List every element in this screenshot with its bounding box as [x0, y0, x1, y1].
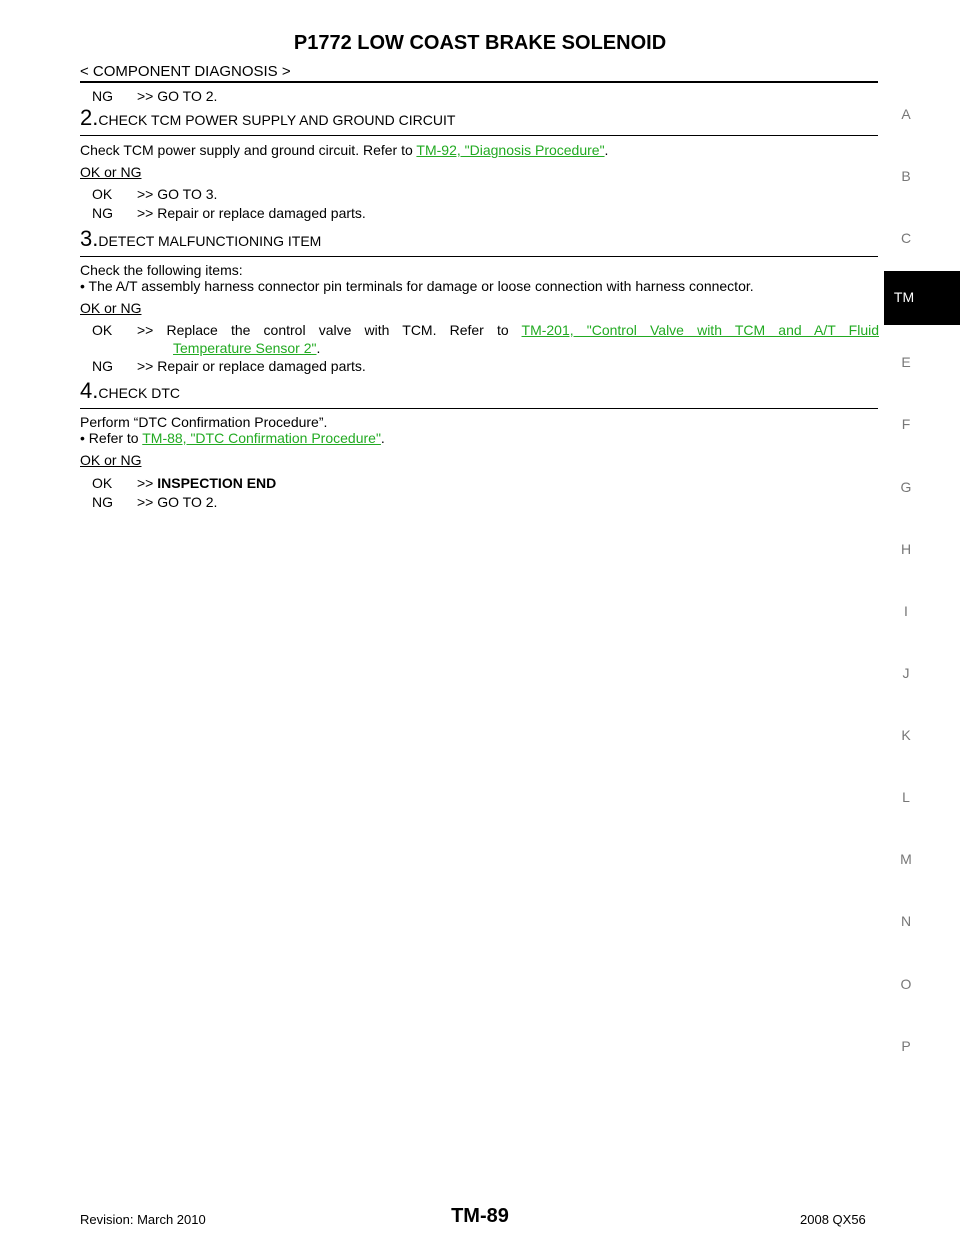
side-index-o[interactable]: O — [900, 976, 912, 992]
ok-or-ng-label: OK or NG — [80, 164, 142, 180]
side-index-l[interactable]: L — [902, 789, 910, 805]
section-subtitle: < COMPONENT DIAGNOSIS > — [80, 63, 291, 80]
step-title: CHECK TCM POWER SUPPLY AND GROUND CIRCUI… — [98, 112, 456, 128]
step-4-body: Perform “DTC Confirmation Procedure”. — [80, 414, 328, 430]
side-index-c[interactable]: C — [900, 230, 912, 246]
footer-page-number: TM-89 — [451, 1205, 509, 1227]
link-tm-92[interactable]: TM-92, "Diagnosis Procedure" — [416, 142, 605, 158]
side-index-e[interactable]: E — [901, 354, 911, 370]
header-divider — [80, 81, 878, 83]
side-index-i[interactable]: I — [904, 603, 908, 619]
link-tm-201-cont[interactable]: Temperature Sensor 2" — [173, 340, 317, 356]
side-index-b[interactable]: B — [901, 168, 911, 184]
side-index-active-tab[interactable] — [884, 271, 960, 325]
result-text: >> INSPECTION END — [137, 475, 277, 491]
page-title: P1772 LOW COAST BRAKE SOLENOID — [293, 32, 667, 54]
ok-or-ng-label: OK or NG — [80, 300, 142, 316]
side-index-p[interactable]: P — [901, 1038, 911, 1054]
side-index-k[interactable]: K — [901, 727, 911, 743]
ok-or-ng-label: OK or NG — [80, 452, 142, 468]
step-3-heading: 3.DETECT MALFUNCTIONING ITEM — [80, 226, 321, 252]
side-index-j[interactable]: J — [902, 665, 910, 681]
result-text: >> Repair or replace damaged parts. — [137, 205, 366, 221]
side-index-a[interactable]: A — [901, 106, 911, 122]
step-2-heading: 2.CHECK TCM POWER SUPPLY AND GROUND CIRC… — [80, 105, 455, 131]
result-code: NG — [92, 205, 113, 221]
step-divider — [80, 256, 878, 257]
step-4-heading: 4.CHECK DTC — [80, 378, 180, 404]
side-index-f[interactable]: F — [901, 416, 911, 432]
side-index-tm[interactable]: TM — [893, 289, 915, 305]
result-code: OK — [92, 322, 113, 338]
side-index-m[interactable]: M — [900, 851, 912, 867]
result-code: OK — [92, 475, 113, 491]
result-text: >> GO TO 2. — [137, 494, 218, 510]
step-title: DETECT MALFUNCTIONING ITEM — [98, 233, 322, 249]
link-tm-201[interactable]: TM-201, "Control Valve with TCM and A/T … — [521, 322, 880, 338]
intro-text: >> GO TO 2. — [137, 88, 218, 104]
step-divider — [80, 135, 878, 136]
step-3-body: Check the following items: — [80, 262, 243, 278]
step-divider — [80, 408, 878, 409]
step-number: 3. — [80, 226, 99, 251]
step-number: 2. — [80, 105, 99, 130]
side-index-g[interactable]: G — [900, 479, 912, 495]
result-code: OK — [92, 186, 113, 202]
intro-code: NG — [92, 88, 113, 104]
result-text: >> Repair or replace damaged parts. — [137, 358, 366, 374]
side-index-h[interactable]: H — [900, 541, 912, 557]
step-title: CHECK DTC — [98, 385, 181, 401]
link-tm-88[interactable]: TM-88, "DTC Confirmation Procedure" — [142, 430, 381, 446]
result-text-cont: Temperature Sensor 2". — [173, 340, 321, 356]
result-code: NG — [92, 358, 113, 374]
result-text: >> GO TO 3. — [137, 186, 218, 202]
footer-model: 2008 QX56 — [800, 1212, 866, 1227]
result-code: NG — [92, 494, 113, 510]
side-index-n[interactable]: N — [900, 913, 912, 929]
step-3-bullet: • The A/T assembly harness connector pin… — [80, 278, 754, 294]
footer-revision: Revision: March 2010 — [80, 1212, 206, 1227]
step-2-body: Check TCM power supply and ground circui… — [80, 142, 609, 158]
result-text: >> Replace the control valve with TCM. R… — [137, 322, 880, 338]
step-4-bullet: • Refer to TM-88, "DTC Confirmation Proc… — [80, 430, 385, 446]
step-number: 4. — [80, 378, 99, 403]
